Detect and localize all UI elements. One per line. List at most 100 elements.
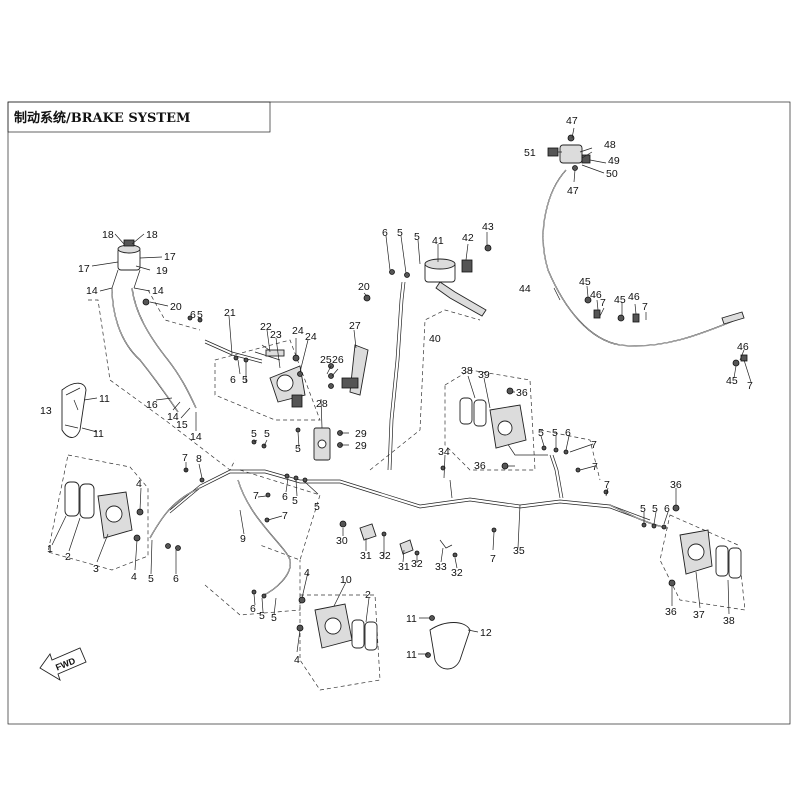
callout: 40 [429,333,441,345]
callout: 18 [102,229,114,241]
callout: 4 [131,571,137,583]
callout: 46 [737,341,749,353]
callout: 32 [411,558,423,570]
callout: 25 [320,354,332,366]
front-left-caliper [64,481,181,551]
callout: 36 [516,387,528,399]
callout: 5 [640,503,646,515]
line-clamps [339,520,458,558]
callout: 29 [355,440,367,452]
parts: FWD [39,134,748,682]
callout: 37 [693,609,705,621]
brake-fluid-reservoir [111,239,141,289]
callout: 32 [451,567,463,579]
callout: 34 [438,446,450,458]
callout: 7 [600,297,606,309]
callout: 23 [270,329,282,341]
callout: 2 [365,589,371,601]
callout: 18 [146,229,158,241]
callout: 6 [190,309,196,321]
callout: 45 [726,375,738,387]
callout: 5 [552,427,558,439]
callout: 20 [170,301,182,313]
callout: 44 [519,283,531,295]
callout: 32 [379,550,391,562]
callout: 39 [478,369,490,381]
callout: 11 [406,649,417,661]
callout: 11 [99,393,110,405]
callout: 22 [260,321,272,333]
callout: 5 [292,495,298,507]
callout: 5 [271,612,277,624]
callout: 5 [295,443,301,455]
callout: 5 [538,427,544,439]
callout: 28 [316,398,328,410]
callout: 7 [747,380,753,392]
callout: 50 [606,168,618,180]
callout: 43 [482,221,494,233]
callout: 16 [146,399,158,411]
callout: 1 [47,543,53,555]
callout: 6 [230,374,236,386]
heat-shield [61,382,87,438]
callout: 5 [652,503,658,515]
callout: 7 [253,490,259,502]
hand-master-cylinder [389,244,492,317]
callout: 6 [173,573,179,585]
callout: 46 [590,289,602,301]
callout: 9 [240,533,246,545]
callout: 14 [167,411,179,423]
callout: 14 [152,285,164,297]
front-right-caliper [668,504,742,587]
callout: 17 [78,263,90,275]
callout: 7 [182,452,188,464]
callout: 36 [474,460,486,472]
callout: 4 [304,567,310,579]
callout: 8 [196,453,202,465]
diagram-title: 制动系统/BRAKE SYSTEM [14,110,190,126]
callout: 15 [176,419,188,431]
parking-brake-lever [547,134,591,171]
callout: 2 [65,551,71,563]
callout: 14 [190,431,202,443]
callout: 6 [250,603,256,615]
callout: 31 [360,550,372,562]
callout: 45 [579,276,591,288]
callout: 17 [164,251,176,263]
callout: 10 [340,574,352,586]
rear-left-caliper [296,596,378,651]
callout: 4 [136,478,142,490]
forward-direction-arrow: FWD [39,647,87,682]
callout: 6 [664,503,670,515]
callout: 7 [591,439,597,451]
callout: 51 [524,147,536,159]
cable-fittings [584,296,748,367]
callout: 24 [292,325,304,337]
callout: 35 [513,545,525,557]
callout: 38 [461,365,473,377]
callout: 41 [432,235,444,247]
callout: 5 [197,309,203,321]
callout: 7 [604,479,610,491]
callout: 31 [398,561,410,573]
callout: 5 [397,227,403,239]
callout: 5 [251,428,257,440]
callout: 24 [305,331,317,343]
callout: 7 [282,510,288,522]
callout: 47 [567,185,579,197]
diagram-border [7,101,791,725]
callout: 5 [264,428,270,440]
brake-lines [111,169,741,597]
rear-right-caliper [459,387,527,470]
callout: 26 [332,354,344,366]
callout: 14 [86,285,98,297]
callout: 3 [93,563,99,575]
callout: 27 [349,320,361,332]
callout: 4 [294,654,300,666]
callout: 33 [435,561,447,573]
assembly-outlines [47,289,746,691]
leader-lines [51,127,752,655]
callout: 29 [355,428,367,440]
callout: 6 [565,427,571,439]
mounting-bracket [429,622,471,670]
